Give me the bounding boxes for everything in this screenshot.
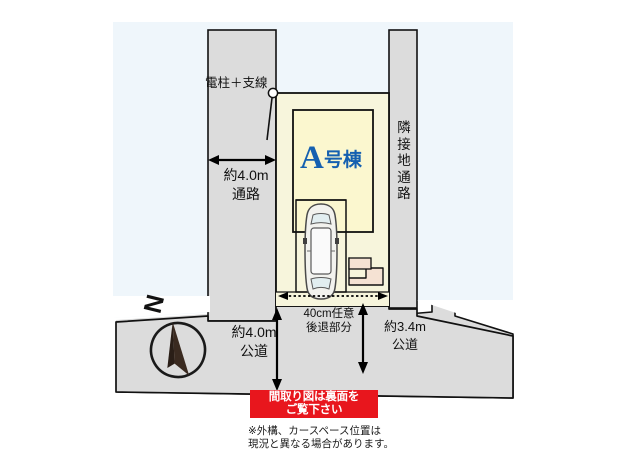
badge-line-1: 間取り図は裏面を (268, 391, 360, 403)
road-slant-mask-right (417, 300, 513, 332)
road-right-dimension-label: 約3.4m 公道 (374, 318, 436, 354)
driveway-dimension-label: 約4.0m 通路 (210, 166, 282, 204)
road-right-type-value: 公道 (391, 337, 418, 352)
disclaimer-line-2: 現況と異なる場合があります。 (248, 438, 394, 450)
setback-line-1: 40cm任意 (303, 308, 355, 320)
driveway-strip (207, 29, 277, 322)
front-public-road (115, 305, 514, 399)
building-name-suffix: 号棟 (323, 150, 362, 171)
car-top-view-icon (303, 203, 339, 300)
adjacent-passage-char-1: 接 (397, 136, 411, 152)
adjacent-passage-char-3: 通 (397, 169, 411, 185)
entrance-approach (348, 257, 384, 286)
driveway-type-value: 通路 (232, 186, 260, 202)
floorplan-reverse-badge: 間取り図は裏面を ご覧下さい (250, 390, 378, 418)
utility-pole-label: 電柱＋支線 (205, 76, 268, 90)
driveway-width-value: 約4.0m (223, 167, 269, 183)
entrance-step (348, 257, 372, 270)
disclaimer-note: ※外構、カースペース位置は 現況と異なる場合があります。 (248, 425, 398, 451)
disclaimer-line-1: ※外構、カースペース位置は (248, 425, 382, 437)
road-right-width-value: 約3.4m (384, 319, 426, 334)
dimension-road-left (272, 308, 282, 391)
road-left-dimension-label: 約4.0m 公道 (219, 323, 289, 361)
setback-label: 40cm任意 後退部分 (287, 308, 371, 335)
building-name: A号棟 (300, 140, 362, 177)
setback-line-2: 後退部分 (306, 321, 352, 334)
adjacent-passage-char-2: 地 (397, 153, 411, 168)
utility-pole-icon (266, 87, 279, 141)
dimension-driveway-width (208, 155, 276, 165)
road-left-type-value: 公道 (240, 343, 268, 359)
adjacent-passage-label: 隣 接 地 通 路 (396, 120, 412, 203)
badge-line-2: ご覧下さい (285, 404, 343, 416)
building-name-letter: A (300, 140, 324, 176)
road-left-width-value: 約4.0m (231, 324, 277, 340)
adjacent-passage-char-4: 路 (397, 186, 411, 201)
adjacent-passage-char-0: 隣 (397, 120, 411, 135)
dimension-road-right (358, 303, 368, 374)
road-slant-mask-left (113, 296, 210, 318)
dimension-setback-dotted (278, 292, 388, 300)
